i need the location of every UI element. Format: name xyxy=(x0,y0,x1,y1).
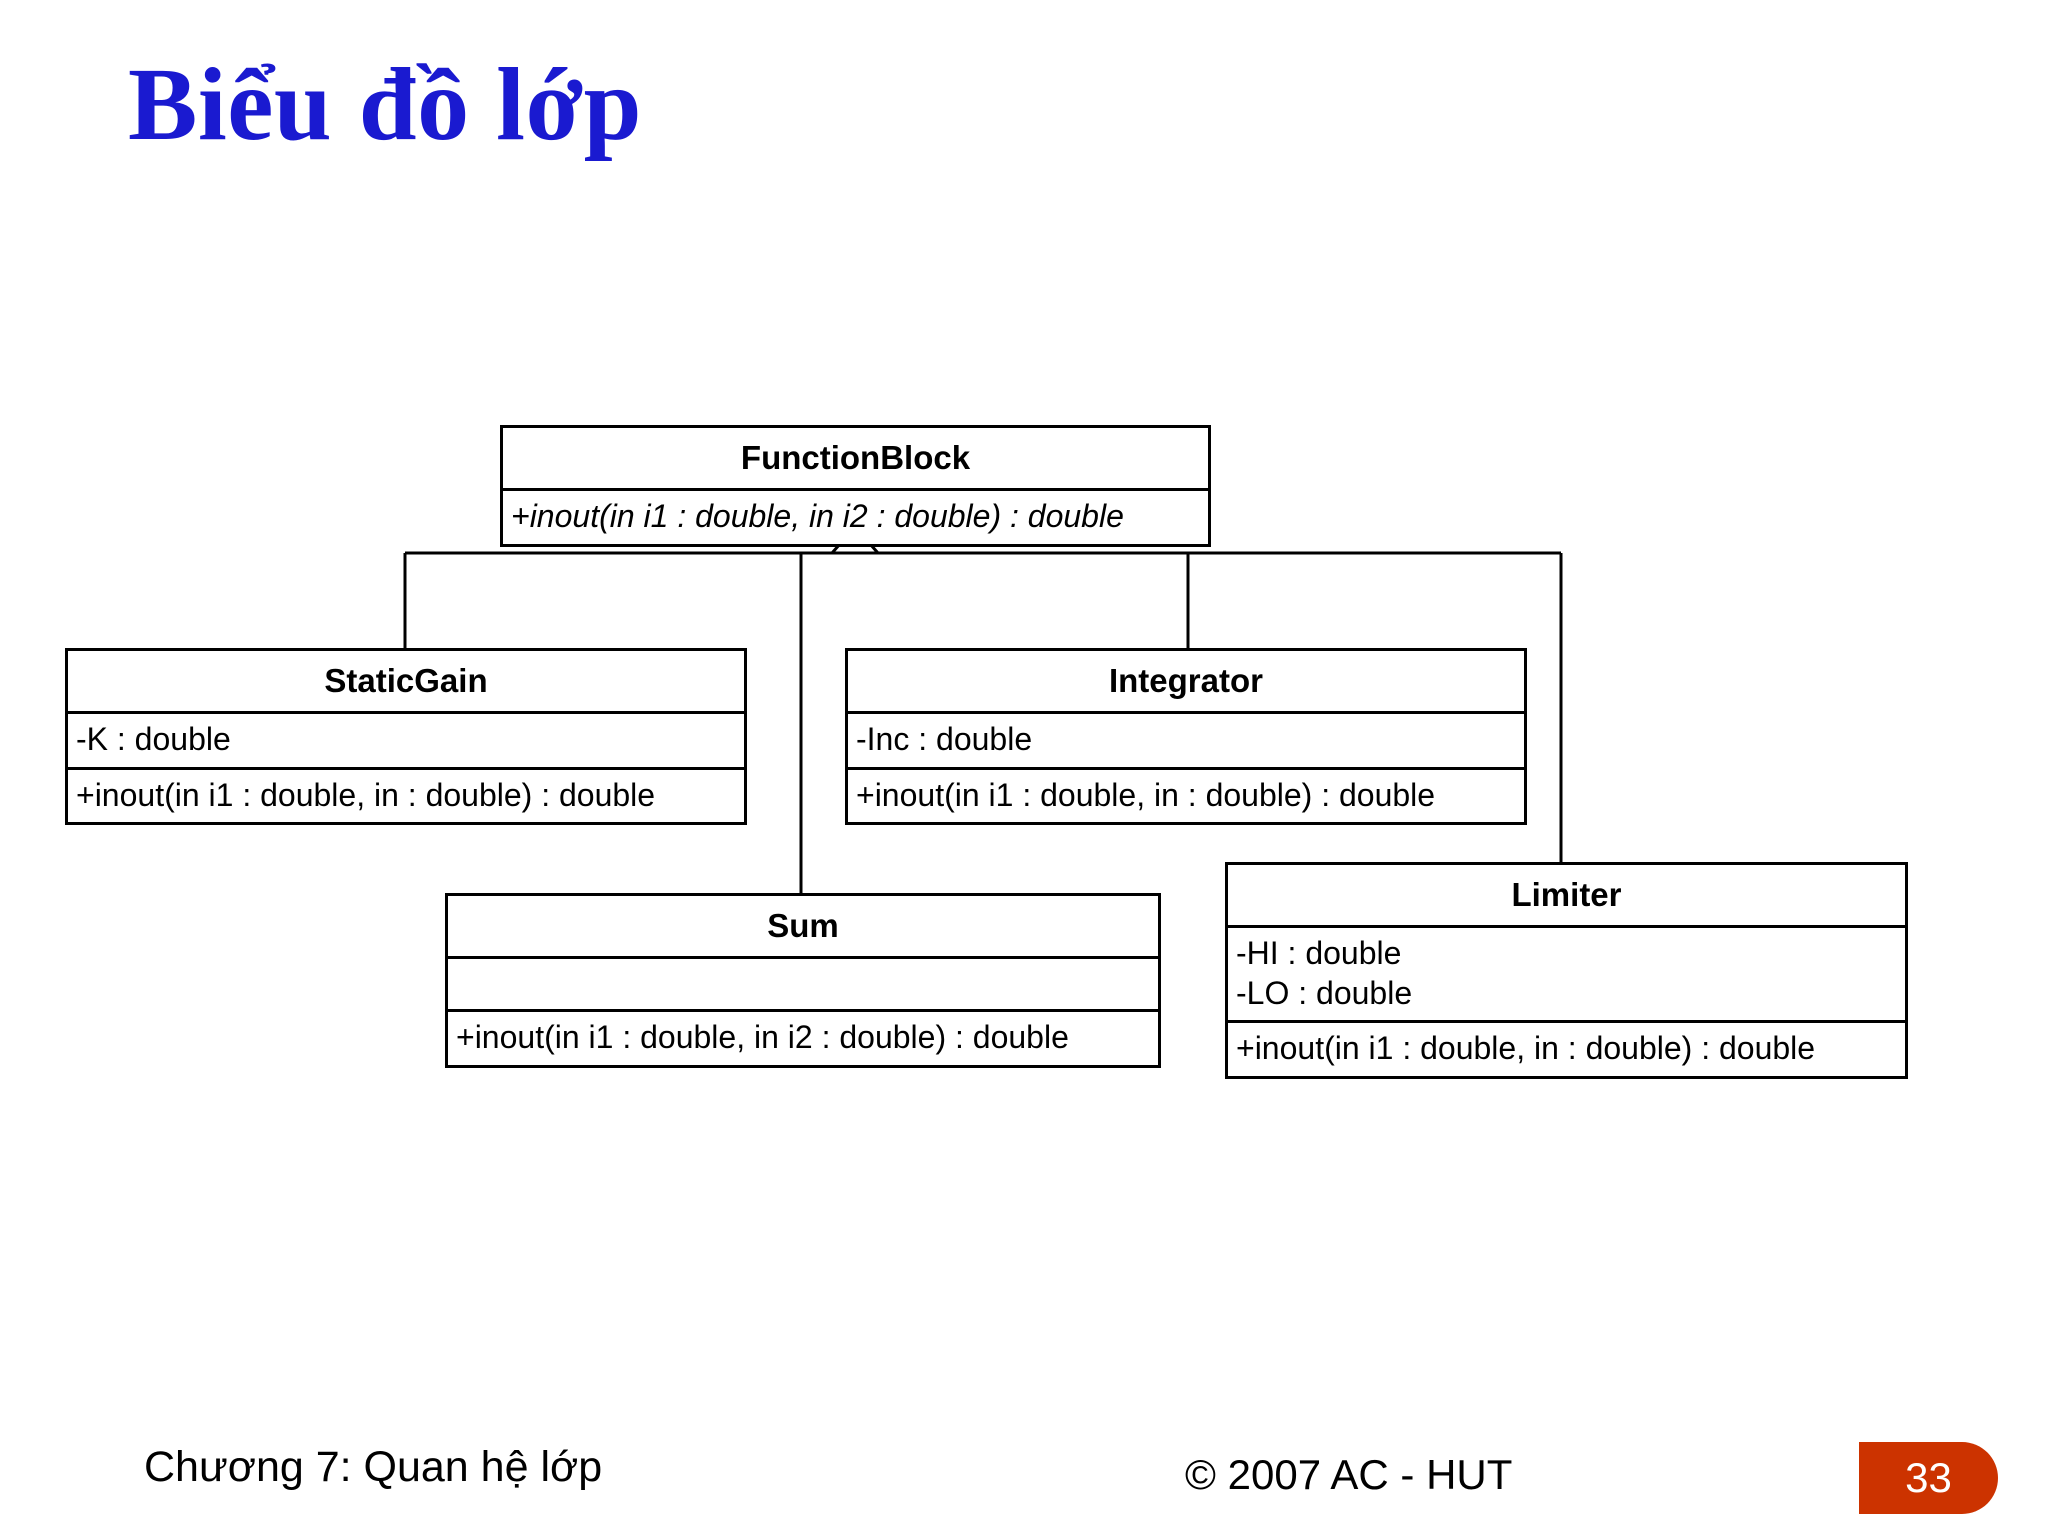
uml-class-name: Sum xyxy=(767,907,839,944)
uml-operation: +inout(in i1 : double, in : double) : do… xyxy=(76,776,656,813)
uml-attribute: -HI : double xyxy=(1236,935,1402,971)
compartment-divider xyxy=(448,1009,1158,1012)
attributes-compartment: -K : double xyxy=(68,714,744,767)
compartment-divider xyxy=(503,488,1208,491)
uml-attribute: -K : double xyxy=(76,721,231,757)
page-number-badge: 33 xyxy=(1859,1442,1998,1514)
uml-class-name: FunctionBlock xyxy=(740,439,971,476)
attributes-compartment: -Inc : double xyxy=(848,714,1524,767)
uml-class-name: Integrator xyxy=(1108,662,1263,699)
attributes-compartment: -HI : double -LO : double xyxy=(1228,928,1905,1020)
uml-attribute: -LO : double xyxy=(1236,974,1413,1011)
compartment-divider xyxy=(1228,1020,1905,1024)
uml-class-name: StaticGain xyxy=(324,662,488,699)
uml-operation: +inout(in i1 : double, in i2 : double) :… xyxy=(456,1019,1069,1055)
compartment-divider xyxy=(1228,925,1905,928)
uml-class-functionblock[interactable]: FunctionBlock +inout(in i1 : double, in … xyxy=(500,425,1211,547)
uml-operation: +inout(in i1 : double, in : double) : do… xyxy=(1236,1030,1816,1067)
uml-operation: +inout(in i1 : double, in i2 : double) :… xyxy=(511,498,1124,534)
attributes-compartment xyxy=(448,959,1158,1009)
uml-class-limiter[interactable]: Limiter -HI : double -LO : double +inout… xyxy=(1225,862,1908,1079)
uml-class-staticgain[interactable]: StaticGain -K : double +inout(in i1 : do… xyxy=(65,648,747,826)
uml-class-sum[interactable]: Sum +inout(in i1 : double, in i2 : doubl… xyxy=(445,893,1161,1068)
compartment-divider xyxy=(448,956,1158,959)
compartment-divider xyxy=(68,711,744,714)
uml-operation: +inout(in i1 : double, in : double) : do… xyxy=(856,776,1436,813)
uml-attribute: -Inc : double xyxy=(856,721,1033,757)
operations-compartment: +inout(in i1 : double, in i2 : double) :… xyxy=(503,491,1208,544)
footer-copyright: © 2007 AC - HUT xyxy=(1185,1451,1513,1498)
operations-compartment: +inout(in i1 : double, in : double) : do… xyxy=(68,770,744,823)
operations-compartment: +inout(in i1 : double, in i2 : double) :… xyxy=(448,1012,1158,1065)
uml-class-integrator[interactable]: Integrator -Inc : double +inout(in i1 : … xyxy=(845,648,1527,826)
uml-class-diagram: FunctionBlock +inout(in i1 : double, in … xyxy=(65,425,1908,1079)
uml-class-name: Limiter xyxy=(1511,876,1622,913)
footer-chapter-label: Chương 7: Quan hệ lớp xyxy=(144,1443,603,1491)
compartment-divider xyxy=(848,766,1524,770)
compartment-divider xyxy=(68,766,744,770)
page-title: Biểu đồ lớp xyxy=(128,47,642,162)
operations-compartment: +inout(in i1 : double, in : double) : do… xyxy=(848,770,1524,823)
operations-compartment: +inout(in i1 : double, in : double) : do… xyxy=(1228,1023,1905,1076)
compartment-divider xyxy=(848,711,1524,714)
